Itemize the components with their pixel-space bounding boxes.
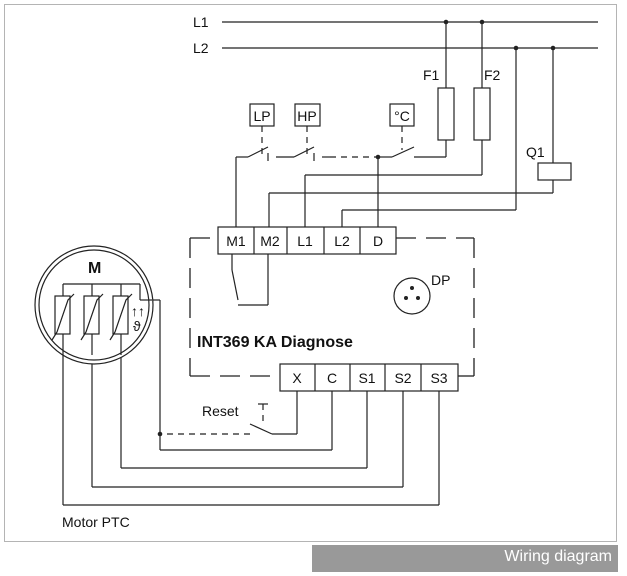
terminal-strip-top	[217, 226, 397, 255]
contactor-q1: Q1	[268, 48, 572, 230]
label-temp: °C	[394, 108, 410, 124]
terminal-m2: M2	[260, 233, 280, 249]
label-q1: Q1	[526, 144, 545, 160]
bottom-terminal-block: X C S1 S2 S3	[279, 363, 459, 392]
fuses: F1 F2	[304, 22, 501, 230]
label-dp: DP	[431, 272, 450, 288]
top-terminal-block: M1 M2 L1 L2 D	[217, 226, 397, 255]
label-f2: F2	[484, 67, 501, 83]
dp-connector	[393, 277, 431, 315]
label-l1: L1	[193, 14, 209, 30]
terminal-d: D	[373, 233, 383, 249]
terminal-l2: L2	[334, 233, 350, 249]
terminal-s2: S2	[394, 370, 411, 386]
label-reset: Reset	[202, 403, 239, 419]
module-title: INT369 KA Diagnose	[197, 334, 353, 351]
terminal-x: X	[292, 370, 302, 386]
terminal-l1: L1	[297, 233, 313, 249]
terminal-s3: S3	[430, 370, 447, 386]
reset-switch: Reset	[157, 391, 298, 437]
internal-relay-contact	[231, 254, 269, 306]
figure-frame	[4, 4, 617, 542]
terminal-strip-bottom	[279, 363, 459, 392]
contactor-coil	[537, 162, 572, 181]
motor-label: M	[88, 260, 101, 277]
ptc-arrows: ↑↑	[131, 303, 145, 319]
label-l2: L2	[193, 40, 209, 56]
terminal-m1: M1	[226, 233, 246, 249]
supply-lines: L1 L2	[193, 14, 598, 56]
label-hp: HP	[297, 108, 316, 124]
caption-text: Wiring diagram	[504, 548, 612, 565]
motor: M ↑↑ ϑ	[34, 245, 154, 365]
dp-port: DP	[393, 272, 450, 315]
ptc-wiring	[62, 299, 440, 506]
label-lp: LP	[253, 108, 270, 124]
fuse-f2	[473, 87, 491, 141]
label-motor-ptc: Motor PTC	[62, 514, 130, 530]
caption-bar: Wiring diagram	[312, 545, 618, 572]
terminal-c: C	[327, 370, 337, 386]
module-outline	[189, 237, 475, 377]
label-f1: F1	[423, 67, 440, 83]
terminal-s1: S1	[358, 370, 375, 386]
sensor-switch-chain: LP HP °C	[235, 103, 415, 230]
fuse-f1	[437, 87, 455, 141]
theta-symbol: ϑ	[133, 318, 141, 334]
